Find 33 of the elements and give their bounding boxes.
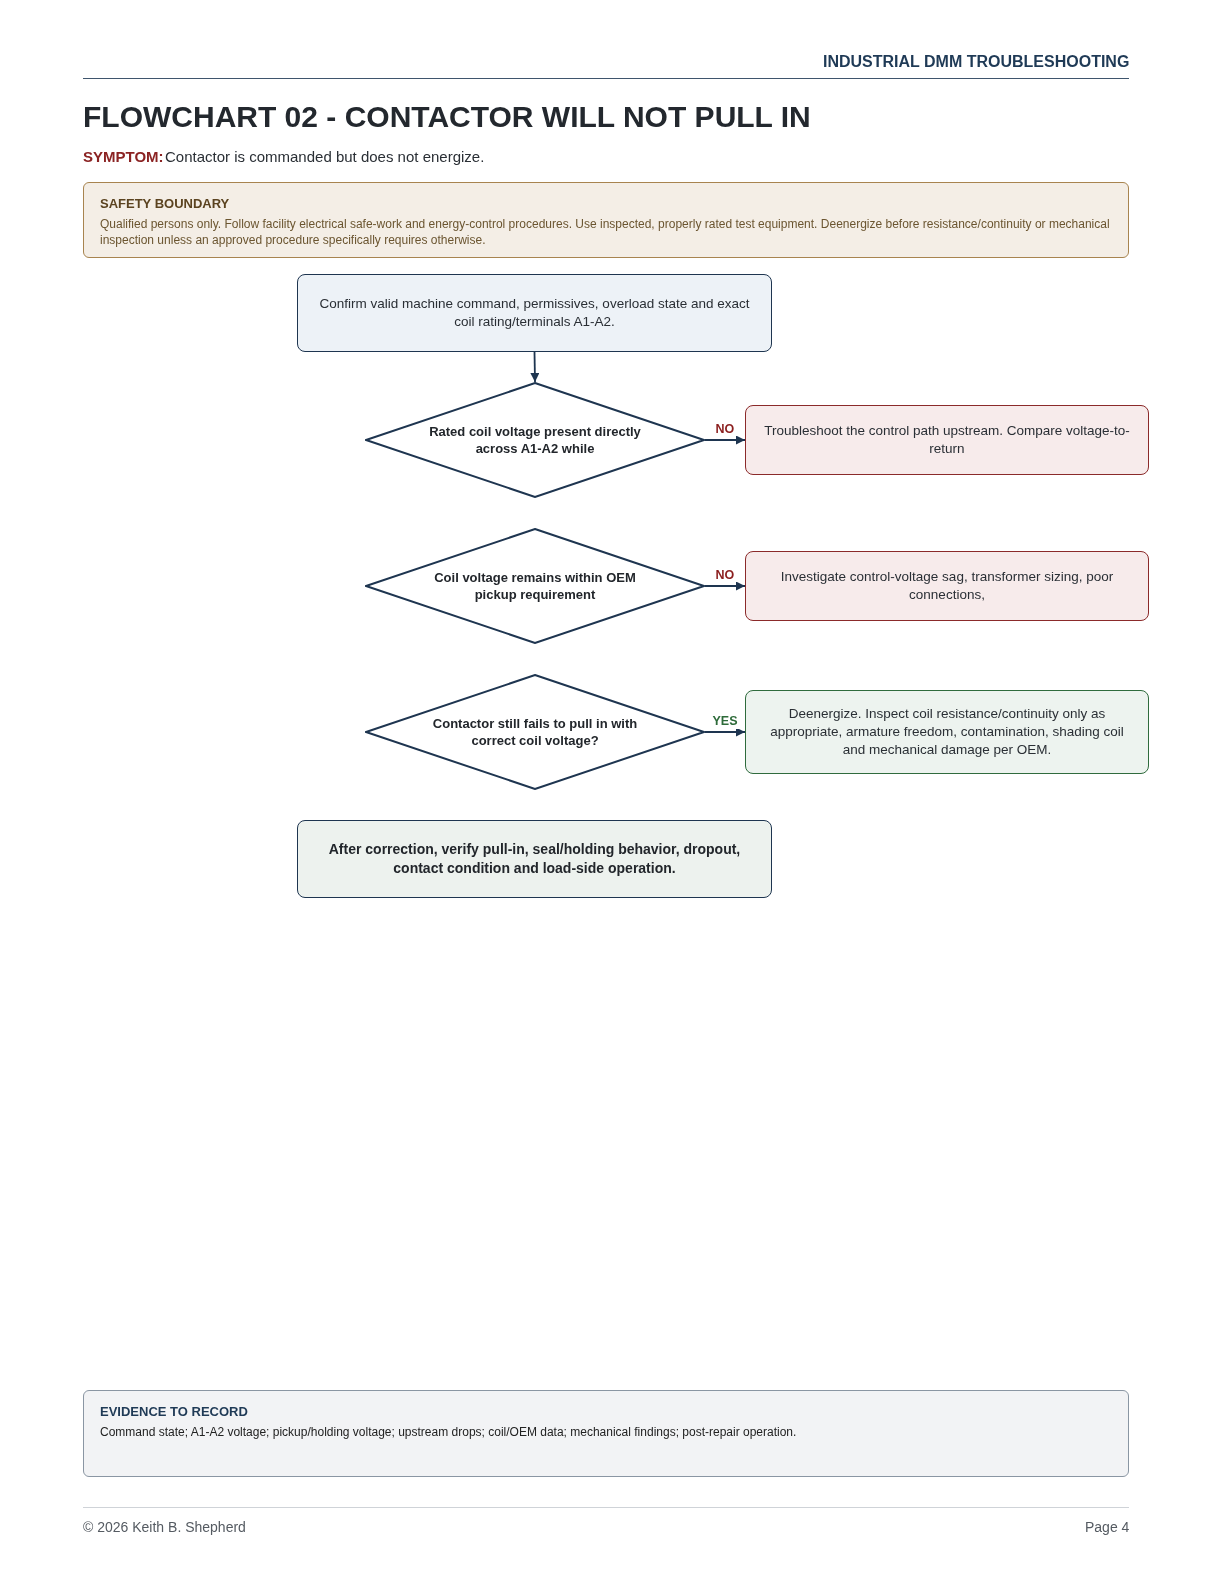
page-number: Page 4 bbox=[1085, 1519, 1130, 1536]
safety-panel bbox=[83, 182, 1129, 258]
decision-text: Rated coil voltage present directly across A1-A2 while bbox=[428, 422, 642, 458]
edge-label: YES bbox=[710, 714, 740, 729]
step-text: Deenergize. Inspect coil resistance/continuity only as appropriate, armature freedom, contamination, shading coil and mechanical damage per OEM. bbox=[769, 704, 1125, 760]
decision-diamond bbox=[365, 528, 705, 644]
action-box bbox=[745, 551, 1149, 621]
action-box bbox=[745, 405, 1149, 475]
panel-text: Command state; A1-A2 voltage; pickup/holding voltage; upstream drops; coil/OEM data; mechanical findings; post-repair operation. bbox=[100, 1424, 798, 1440]
arrow bbox=[530, 351, 540, 383]
step-text: Investigate control-voltage sag, transformer sizing, poor connections, bbox=[779, 567, 1115, 604]
arrow bbox=[704, 581, 746, 591]
panel-heading: EVIDENCE TO RECORD bbox=[100, 1404, 248, 1420]
header-text: INDUSTRIAL DMM TROUBLESHOOTING bbox=[823, 52, 1130, 71]
copyright-text: © 2026 Keith B. Shepherd bbox=[83, 1519, 246, 1536]
decision-text: Coil voltage remains within OEM pickup requirement bbox=[433, 568, 637, 604]
evidence-panel bbox=[83, 1390, 1129, 1477]
page-title: FLOWCHART 02 - CONTACTOR WILL NOT PULL IN bbox=[83, 99, 811, 135]
step-text: Troubleshoot the control path upstream. Compare voltage-to-return bbox=[764, 421, 1130, 458]
decision-diamond bbox=[365, 382, 705, 498]
action-box bbox=[745, 690, 1149, 774]
arrow bbox=[704, 727, 746, 737]
decision-text: Contactor still fails to pull in with correct coil voltage? bbox=[431, 714, 639, 750]
symptom-label: SYMPTOM: bbox=[83, 148, 164, 166]
process-box bbox=[297, 820, 772, 898]
step-text: Confirm valid machine command, permissives, overload state and exact coil rating/terminals A1-A2. bbox=[318, 294, 751, 331]
panel-text: Qualified persons only. Follow facility electrical safe-work and energy-control procedures. Use inspected, properly rated test equipment. Deenergize before resistance/continuity or mechanical inspection unless an approved procedure specifically requires otherwise. bbox=[100, 216, 1111, 248]
process-box bbox=[297, 274, 772, 352]
decision-diamond bbox=[365, 674, 705, 790]
panel-heading: SAFETY BOUNDARY bbox=[100, 196, 230, 212]
step-text: After correction, verify pull-in, seal/holding behavior, dropout, contact condition and load-side operation. bbox=[327, 840, 742, 878]
symptom-text: Contactor is commanded but does not energize. bbox=[165, 148, 485, 166]
arrow bbox=[704, 435, 746, 445]
